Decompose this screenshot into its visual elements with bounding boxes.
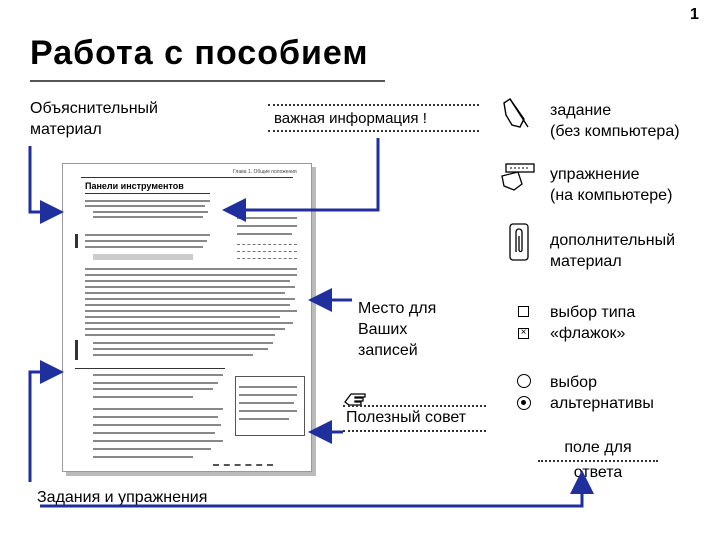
task-line [93, 396, 193, 398]
notes-place-label: Место для Ваших записей [358, 298, 436, 361]
task-label: задание (без компьютера) [550, 100, 680, 142]
text-line [85, 200, 210, 202]
header-rule [81, 177, 293, 178]
text-line [85, 298, 295, 300]
page-title: Работа с пособием [30, 34, 369, 72]
notes-place-line-1: Место для [358, 300, 437, 317]
answer-field-label: поле для ответа [538, 437, 658, 483]
checkbox-choice-line-2: «флажок» [550, 325, 626, 342]
note-line [239, 410, 297, 412]
text-line [85, 274, 297, 276]
note-line [239, 418, 289, 420]
text-line [85, 316, 280, 318]
text-line [85, 322, 293, 324]
text-line [85, 334, 275, 336]
note-line [239, 402, 294, 404]
notes-place-line-2: Ваших [358, 321, 408, 338]
task-line [93, 388, 213, 390]
explanatory-line-2: материал [30, 121, 102, 138]
screenshot-snippet [93, 254, 193, 260]
checkbox-checked-icon: × [518, 328, 529, 339]
task-line [93, 424, 221, 426]
margin-bar [75, 234, 78, 248]
exercise-line-1: упражнение [550, 166, 640, 183]
paperclip-icon [509, 223, 529, 261]
text-line [85, 234, 210, 236]
task-line [93, 416, 218, 418]
text-line [85, 246, 203, 248]
checkbox-choice-label: выбор типа «флажок» [550, 302, 635, 344]
explanatory-line-1: Объяснительный [30, 100, 158, 117]
note-line [239, 386, 297, 388]
pointing-hand-icon [344, 393, 366, 406]
task-line [93, 456, 193, 458]
answer-arrow [40, 470, 594, 508]
task-line [93, 382, 218, 384]
task-line [93, 448, 211, 450]
additional-line-1: дополнительный [550, 232, 676, 249]
block-rule [75, 368, 225, 369]
task-line [93, 408, 223, 410]
notes-place-line-3: записей [358, 342, 418, 359]
task-line-1: задание [550, 102, 612, 119]
notes-line [237, 258, 297, 259]
note-line [239, 394, 297, 396]
radio-empty-icon [517, 374, 531, 388]
textbook-page-thumbnail: Глава 1. Общие положения Панели инструме… [62, 163, 312, 472]
radio-choice-line-1: выбор [550, 374, 597, 391]
side-text [237, 217, 297, 219]
text-line [85, 268, 297, 270]
tasks-exercises-label: Задания и упражнения [37, 489, 208, 506]
text-line [93, 216, 203, 218]
task-line-2: (без компьютера) [550, 123, 680, 140]
text-line [93, 348, 268, 350]
text-line [93, 342, 273, 344]
explanatory-label: Объяснительный материал [30, 98, 158, 140]
additional-label: дополнительный материал [550, 230, 675, 272]
side-text [237, 233, 292, 235]
notes-line [237, 244, 297, 245]
task-line [93, 432, 215, 434]
document-header: Глава 1. Общие положения [233, 169, 297, 175]
task-line [93, 374, 223, 376]
useful-tip-label: Полезный совет [343, 405, 486, 432]
text-line [93, 354, 253, 356]
text-line [85, 240, 207, 242]
text-line [85, 205, 205, 207]
page-number: 1 [690, 6, 699, 23]
pen-hand-icon [503, 98, 529, 128]
exercise-line-2: (на компьютере) [550, 187, 673, 204]
tasks-arrow [28, 360, 64, 482]
text-line [85, 292, 285, 294]
checkbox-choice-line-1: выбор типа [550, 304, 636, 321]
important-arrow [222, 138, 380, 222]
keyboard-hand-icon [501, 163, 535, 191]
exercise-label: упражнение (на компьютере) [550, 164, 672, 206]
heading-rule [85, 193, 210, 194]
additional-line-2: материал [550, 253, 622, 270]
important-info-box: важная информация ! [268, 104, 479, 132]
text-line [85, 310, 297, 312]
radio-selected-icon [517, 396, 531, 410]
checkbox-empty-icon [518, 306, 529, 317]
text-line [85, 280, 290, 282]
text-line [85, 328, 285, 330]
side-text [237, 225, 297, 227]
task-line [93, 440, 223, 442]
answer-line [213, 464, 273, 466]
notes-line [237, 251, 297, 252]
explanatory-arrow [28, 146, 64, 224]
title-underline [30, 80, 385, 82]
answer-field-line-1: поле для [564, 439, 632, 456]
document-heading: Панели инструментов [85, 181, 184, 191]
radio-choice-label: выбор альтернативы [550, 372, 654, 414]
margin-bar [75, 340, 78, 360]
text-line [85, 286, 295, 288]
text-line [93, 211, 208, 213]
text-line [85, 304, 290, 306]
radio-choice-line-2: альтернативы [550, 395, 654, 412]
